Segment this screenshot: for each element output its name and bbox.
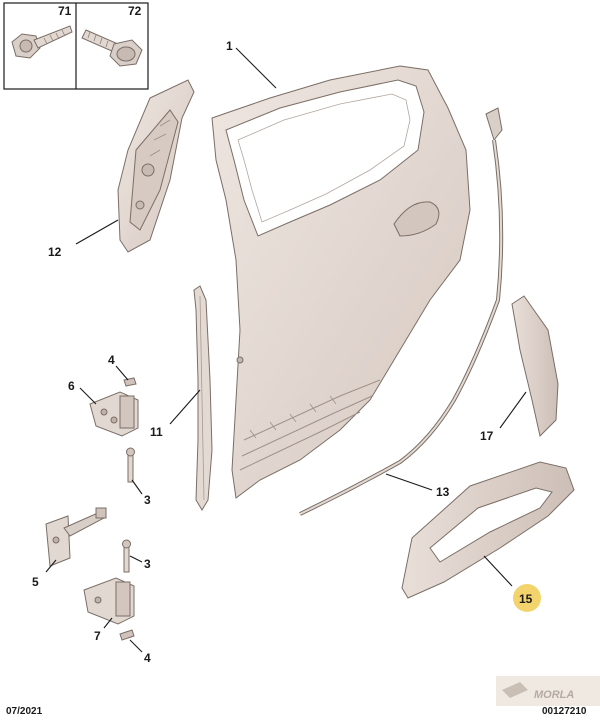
- clip-4-top: [123, 377, 137, 387]
- watermark-text: MORLA: [534, 689, 574, 701]
- callout-4-bottom: 4: [144, 651, 151, 665]
- callout-4-top: 4: [108, 353, 115, 367]
- callout-15-badge: 15: [513, 584, 541, 612]
- callout-11: 11: [150, 425, 163, 439]
- callout-12: 12: [48, 245, 62, 259]
- check-strap-11: [193, 285, 213, 511]
- bolt-72: [81, 29, 143, 67]
- callout-17: 17: [480, 429, 494, 443]
- clip-4-bottom: [119, 629, 135, 641]
- door-check-5: [45, 507, 107, 567]
- upper-hinge-6: [89, 391, 139, 437]
- callout-7: 7: [94, 629, 101, 643]
- hinge-pin-3-bottom: [122, 539, 131, 573]
- leader-lines: [45, 47, 527, 653]
- callout-71: 71: [58, 4, 72, 18]
- door-shell-1: [211, 65, 471, 499]
- callout-1: 1: [226, 39, 233, 53]
- footer-doc-number: 00127210: [542, 706, 587, 717]
- watermark-logo: MORLA: [496, 676, 600, 706]
- lower-moulding-15: [401, 461, 575, 599]
- bolt-71: [11, 25, 73, 59]
- callout-3-top: 3: [144, 493, 151, 507]
- footer-date: 07/2021: [6, 706, 43, 717]
- callout-3-bottom: 3: [144, 557, 151, 571]
- callout-15: 15: [519, 592, 533, 606]
- fastener-inset-box: 71 72: [3, 2, 149, 90]
- callout-6: 6: [68, 379, 75, 393]
- lower-hinge-7: [83, 577, 135, 625]
- callout-13: 13: [436, 485, 450, 499]
- inner-panel-12: [117, 79, 195, 253]
- pillar-trim-17: [511, 295, 559, 437]
- callout-5: 5: [32, 575, 39, 589]
- callout-72: 72: [128, 4, 142, 18]
- seal-strip-13: [299, 107, 504, 516]
- hinge-pin-3-top: [126, 447, 135, 483]
